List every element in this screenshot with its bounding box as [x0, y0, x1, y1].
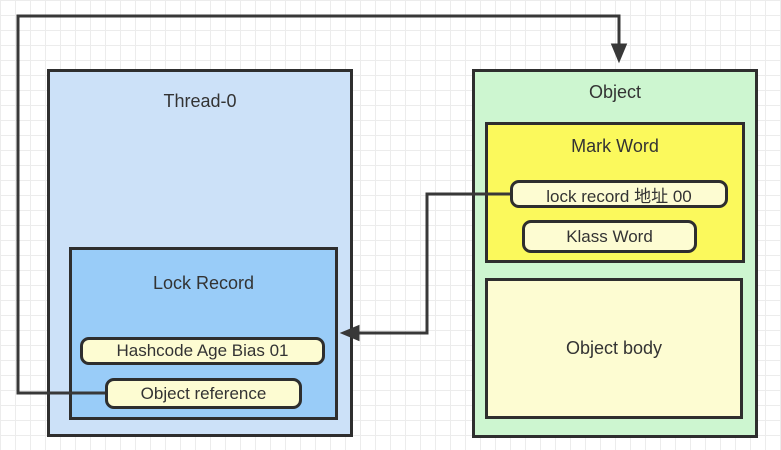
lock-record-title: Lock Record: [152, 273, 255, 293]
klass-word-label: Klass Word: [522, 220, 697, 253]
object-body-box: Object body: [485, 278, 743, 419]
object-title: Object: [588, 82, 642, 102]
object-reference-label: Object reference: [105, 378, 302, 409]
hashcode-age-bias-label: Hashcode Age Bias 01: [80, 337, 325, 365]
lock-record-address-label: lock record 地址 00: [510, 180, 728, 208]
mark-word-title: Mark Word: [571, 136, 659, 156]
thread-title: Thread-0: [163, 91, 237, 111]
arrowhead-down-icon: [610, 43, 628, 64]
